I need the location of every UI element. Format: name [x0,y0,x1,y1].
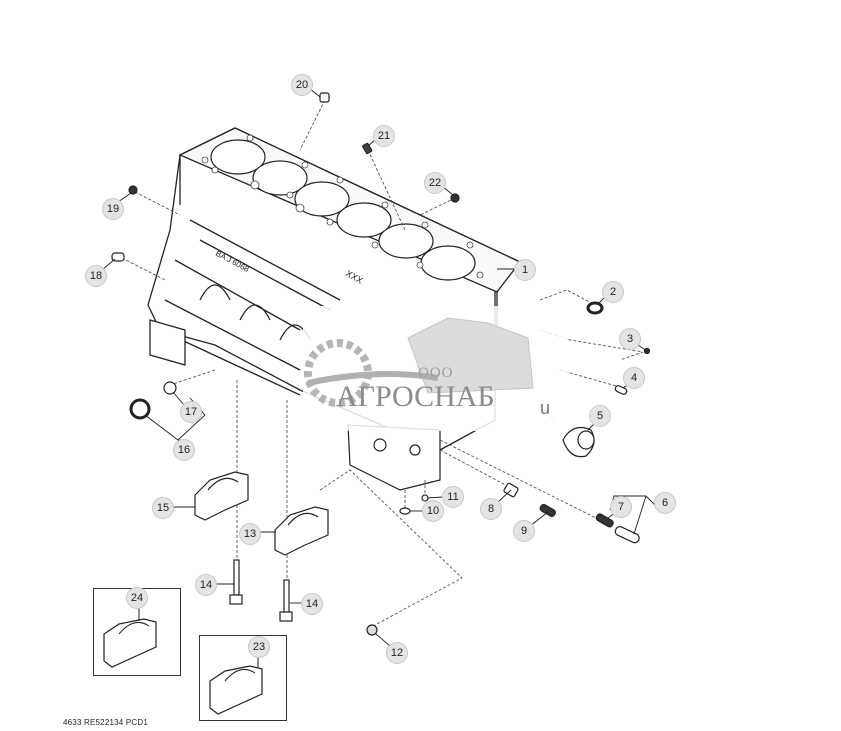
callout-9: 9 [513,520,535,542]
callout-22: 22 [424,172,446,194]
callout-13: 13 [239,523,261,545]
callout-12: 12 [386,642,408,664]
gear-combine-icon [303,306,568,431]
cylinder-bores [210,139,476,281]
watermark-name: АГРОСНАБ [336,380,495,413]
bearing-cap-alt-23 [209,654,263,715]
callout-14a: 14 [195,574,217,596]
callout-2: 2 [602,281,624,303]
callout-20: 20 [291,74,313,96]
callout-17: 17 [180,401,202,423]
rear-housing [347,424,441,491]
callout-10: 10 [422,500,444,522]
callout-3: 3 [619,328,641,350]
callout-15: 15 [152,497,174,519]
callout-14b: 14 [301,593,323,615]
callout-4: 4 [623,367,645,389]
callout-21: 21 [373,125,395,147]
callout-5: 5 [589,405,611,427]
watermark-suffix: u [540,398,551,418]
drawing-code: 4633 RE522134 PCD1 [63,718,148,727]
deck-holes [201,134,484,279]
callout-1: 1 [514,259,536,281]
inset-23-box [199,635,287,721]
watermark-prefix: ООО [418,365,454,381]
watermark-logo [298,298,568,433]
bearing-cap-alt-24 [103,604,157,668]
callout-8: 8 [480,498,502,520]
callout-6: 6 [654,492,676,514]
callout-24: 24 [126,587,148,609]
callout-19: 19 [102,198,124,220]
bearing-caps [194,471,329,622]
callout-18: 18 [85,265,107,287]
callout-11: 11 [442,486,464,508]
callout-23: 23 [248,636,270,658]
callout-7: 7 [610,496,632,518]
callout-16: 16 [173,439,195,461]
